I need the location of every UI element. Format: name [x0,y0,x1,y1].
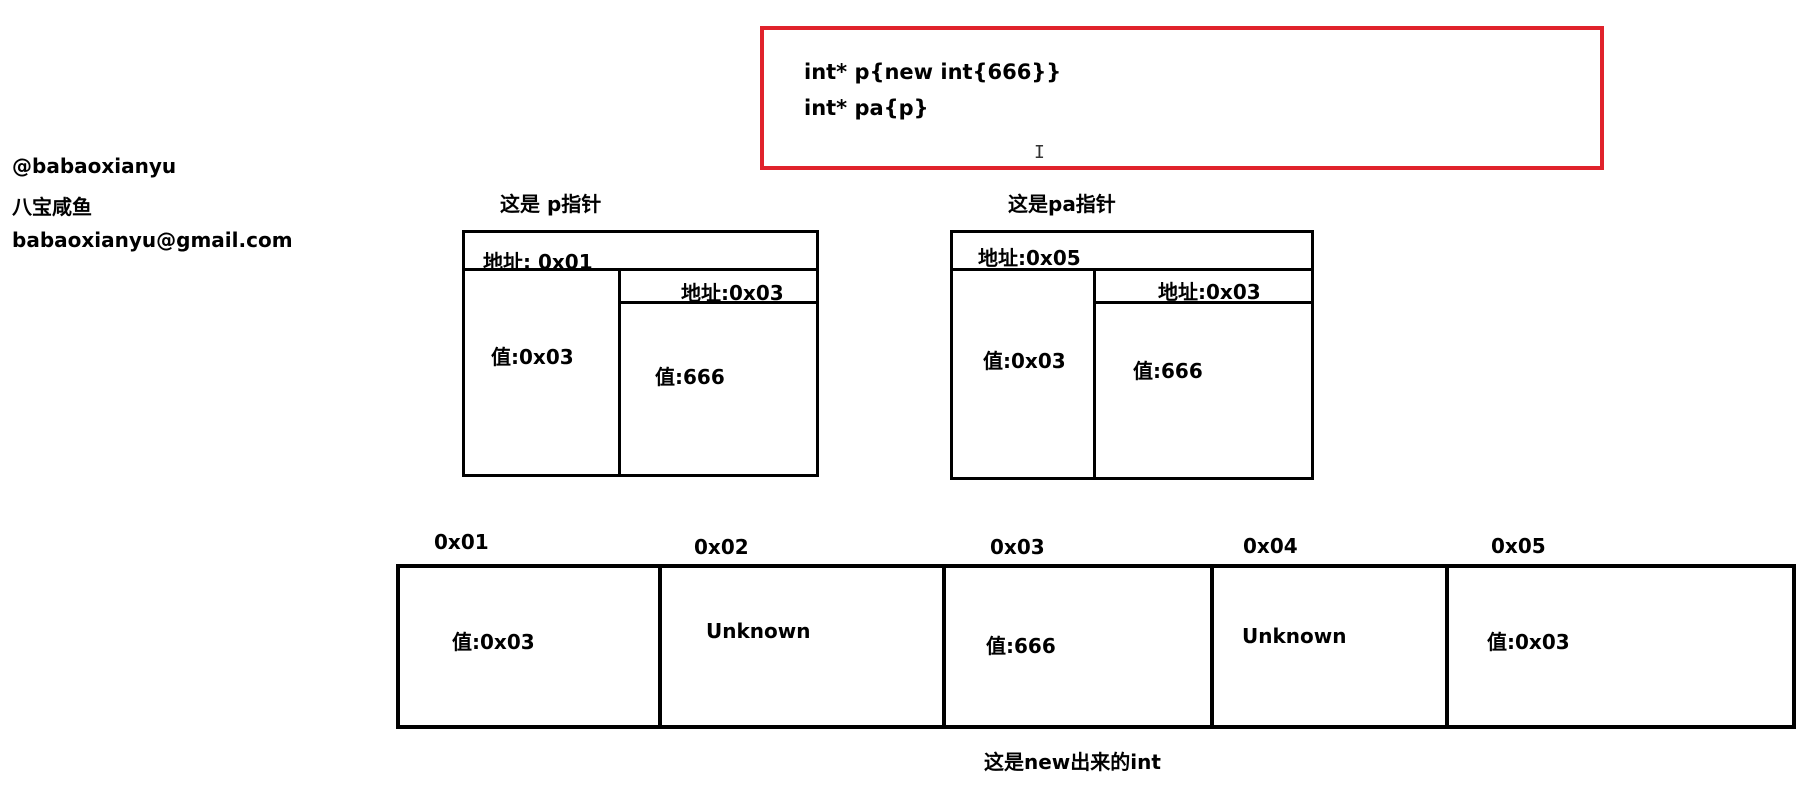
memory-strip [396,564,1796,729]
pa-target-address-label: 地址:0x03 [1158,280,1261,304]
p-pointer-box: 地址: 0x01 值:0x03 地址:0x03 值:666 [462,230,819,477]
p-address-label: 地址: 0x01 [483,250,593,274]
p-target-address-divider [618,301,816,304]
p-column-divider [618,268,621,474]
memory-cell-divider [1445,568,1449,725]
memory-address-label: 0x04 [1243,534,1298,558]
memory-caption: 这是new出来的int [984,750,1161,774]
memory-address-label: 0x01 [434,530,489,554]
pa-pointer-title: 这是pa指针 [1008,192,1116,216]
pa-target-value-label: 值:666 [1133,359,1203,383]
author-email: babaoxianyu@gmail.com [12,228,293,252]
code-line-1: int* p{new int{666}} [804,60,1062,84]
memory-cell-value: 值:0x03 [452,630,535,654]
memory-cell-value: Unknown [1242,624,1347,648]
memory-cell-divider [942,568,946,725]
pa-value-label: 值:0x03 [983,349,1066,373]
pa-target-address-divider [1093,301,1311,304]
memory-address-label: 0x05 [1491,534,1546,558]
p-value-label: 值:0x03 [491,345,574,369]
memory-cell-value: Unknown [706,619,811,643]
author-name: 八宝咸鱼 [12,195,92,219]
pa-pointer-box: 地址:0x05 值:0x03 地址:0x03 值:666 [950,230,1314,480]
pa-column-divider [1093,268,1096,477]
code-box: int* p{new int{666}} int* pa{p} I [760,26,1604,170]
pa-address-divider [953,268,1311,271]
memory-cell-value: 值:0x03 [1487,630,1570,654]
memory-cell-divider [1210,568,1214,725]
p-target-value-label: 值:666 [655,365,725,389]
p-target-address-label: 地址:0x03 [681,281,784,305]
memory-cell-divider [658,568,662,725]
memory-address-label: 0x02 [694,535,749,559]
pa-address-label: 地址:0x05 [978,246,1081,270]
author-handle: @babaoxianyu [12,154,177,178]
p-address-divider [465,268,816,271]
memory-cell-value: 值:666 [986,634,1056,658]
p-pointer-title: 这是 p指针 [500,192,602,216]
memory-address-label: 0x03 [990,535,1045,559]
text-cursor-icon: I [1034,142,1045,163]
code-line-2: int* pa{p} [804,96,929,120]
